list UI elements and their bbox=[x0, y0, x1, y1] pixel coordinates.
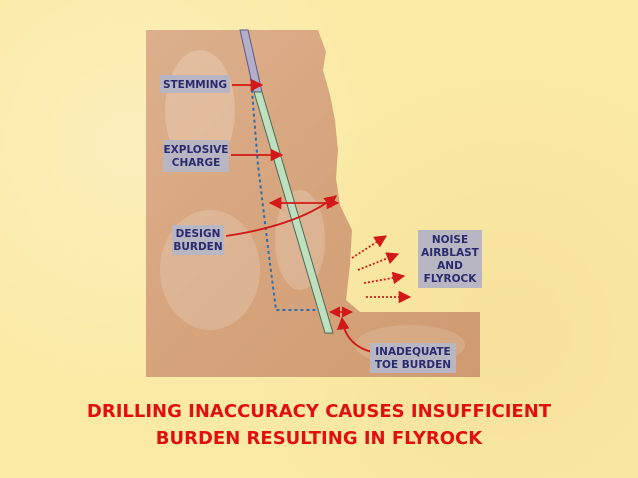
design-drill-hole bbox=[246, 29, 318, 311]
toe-burden-label-2: TOE BURDEN bbox=[375, 359, 451, 371]
flyrock-arrow-1 bbox=[351, 235, 388, 259]
caption-line-1: DRILLING INACCURACY CAUSES INSUFFICIENT bbox=[87, 401, 552, 422]
explosive-charge-label-2: CHARGE bbox=[172, 157, 221, 169]
flyrock-arrow-2 bbox=[357, 252, 400, 271]
toe-burden-label-box bbox=[370, 343, 456, 373]
noise-label-3: AND bbox=[437, 260, 463, 272]
explosive-charge-label-box bbox=[163, 140, 229, 172]
flyrock-arrow-3 bbox=[363, 271, 406, 285]
caption-line-2: BURDEN RESULTING IN FLYROCK bbox=[156, 428, 483, 449]
design-burden-label-1: DESIGN bbox=[176, 228, 221, 240]
stemming-label-box bbox=[160, 75, 230, 93]
explosive-charge-label-1: EXPLOSIVE bbox=[164, 144, 229, 156]
noise-label-2: AIRBLAST bbox=[421, 247, 480, 259]
toe-burden-label-1: INADEQUATE bbox=[375, 346, 450, 358]
toe-burden-arrow bbox=[336, 316, 373, 353]
noise-airblast-label-box bbox=[418, 230, 482, 288]
noise-label-1: NOISE bbox=[432, 234, 468, 246]
design-burden-label-box bbox=[172, 225, 224, 255]
stemming-label: STEMMING bbox=[163, 79, 227, 91]
design-burden-label-2: BURDEN bbox=[173, 241, 222, 253]
noise-label-4: FLYROCK bbox=[424, 273, 478, 285]
